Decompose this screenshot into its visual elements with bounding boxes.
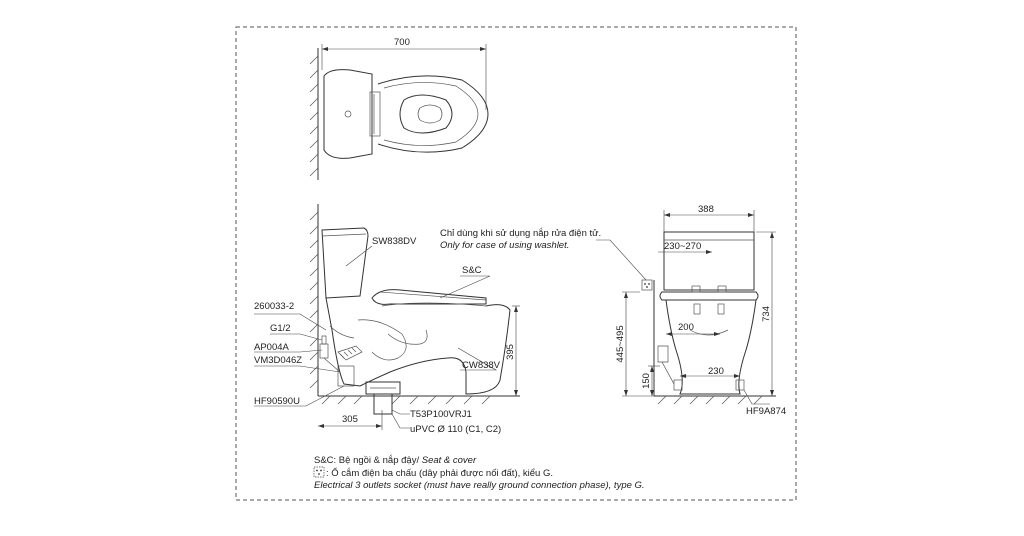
dim-230-270: 230~270 [664, 241, 701, 252]
front-view: 388 230~270 200 230 445~495 150 734 [440, 204, 786, 417]
tank-label: SW838DV [372, 236, 417, 247]
legend-sc-prefix: S&C: Bệ ngồi & nắp đậy/ [314, 455, 422, 466]
label-hf9a874: HF9A874 [746, 406, 786, 417]
legend: S&C: Bệ ngồi & nắp đậy/ Seat & cover : Ổ… [313, 455, 645, 491]
dashed-frame [235, 26, 797, 501]
dim-150: 150 [641, 373, 652, 389]
side-height-dim: 395 [505, 344, 516, 360]
legend-sc-en: Seat & cover [422, 455, 477, 466]
label-g12: G1/2 [270, 323, 291, 334]
dim-200: 200 [678, 322, 694, 333]
label-t53p100vrj1: T53P100VRJ1 [410, 409, 472, 420]
label-ap004a: AP004A [254, 342, 290, 353]
legend-sc: S&C: Bệ ngồi & nắp đậy/ Seat & cover [314, 455, 477, 466]
side-view: 395 305 SW838DV S&C CW838V 260033-2 G1/2… [254, 204, 520, 435]
seat-label: S&C [462, 265, 482, 276]
legend-socket-en: Electrical 3 outlets socket (must have r… [314, 480, 645, 491]
washlet-note-en: Only for case of using washlet. [440, 240, 569, 251]
dim-445-495: 445~495 [615, 325, 626, 362]
dim-230: 230 [708, 366, 724, 377]
socket-icon [313, 466, 325, 478]
dim-734: 734 [761, 306, 772, 322]
top-view: 700 [309, 37, 489, 180]
front-width-dim: 388 [698, 204, 714, 215]
side-offset-dim: 305 [342, 414, 358, 425]
top-width-dim: 700 [394, 37, 410, 48]
legend-socket-vi: : Ổ cắm điện ba chấu (dây phải được nối … [326, 467, 553, 479]
bowl-label: CW838V [462, 360, 501, 371]
washlet-note-vi: Chỉ dùng khi sử dụng nắp rửa điện tử. [440, 228, 601, 239]
label-260033: 260033-2 [254, 301, 294, 312]
label-upvc: uPVC Ø 110 (C1, C2) [410, 424, 501, 435]
label-hf90590u: HF90590U [254, 396, 300, 407]
label-vm3d046z: VM3D046Z [254, 355, 302, 366]
